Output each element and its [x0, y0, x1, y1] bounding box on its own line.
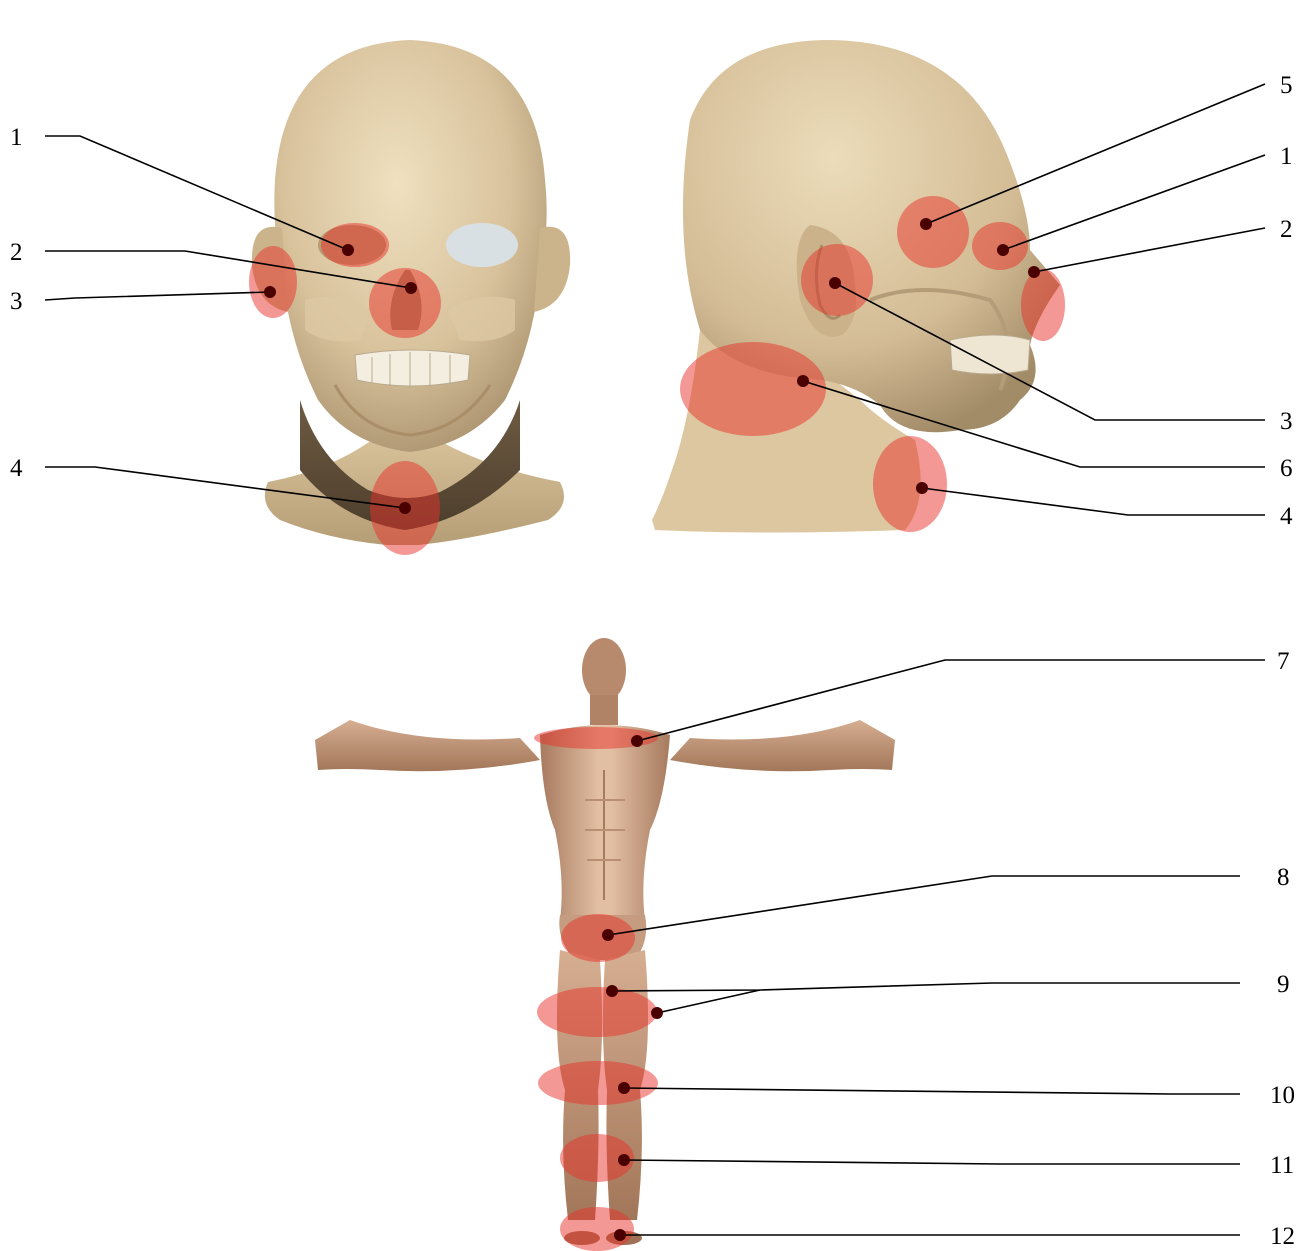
body-arm-left — [315, 720, 540, 771]
label-body-7: 7 — [1277, 648, 1290, 675]
full-body-labels: 7 8 9 10 11 12 — [1270, 648, 1295, 1250]
marker-dot — [651, 1007, 663, 1019]
side-teeth — [950, 335, 1030, 374]
zone-side-throat — [873, 436, 947, 532]
front-head-labels: 1 2 3 4 — [10, 124, 23, 482]
zone-body-groin — [561, 914, 635, 962]
label-body-12: 12 — [1270, 1223, 1295, 1250]
label-front-3: 3 — [10, 288, 23, 315]
label-front-4: 4 — [10, 455, 23, 482]
marker-dot — [602, 929, 614, 941]
zone-front-eye — [321, 223, 389, 267]
zone-body-thigh — [537, 987, 657, 1037]
zone-front-ear — [249, 246, 297, 318]
marker-dot — [614, 1229, 626, 1241]
leader-lines — [45, 84, 1265, 1235]
marker-dot — [631, 735, 643, 747]
marker-dot — [399, 502, 411, 514]
label-body-10: 10 — [1270, 1082, 1295, 1109]
label-body-9: 9 — [1277, 971, 1290, 998]
marker-dot — [997, 244, 1009, 256]
zone-body-knee — [538, 1061, 658, 1105]
zone-side-nose — [1021, 269, 1065, 341]
label-side-5: 5 — [1280, 72, 1293, 99]
marker-dot — [606, 985, 618, 997]
body-arm-right — [670, 720, 895, 771]
marker-dot — [405, 282, 417, 294]
zone-body-foot — [560, 1207, 634, 1251]
label-body-11: 11 — [1270, 1152, 1294, 1179]
label-body-8: 8 — [1277, 864, 1290, 891]
marker-dot — [797, 375, 809, 387]
zone-front-nose — [369, 268, 441, 338]
marker-dot — [264, 286, 276, 298]
label-side-4: 4 — [1280, 503, 1293, 530]
front-ear-right — [534, 227, 570, 312]
marker-dot — [916, 482, 928, 494]
zone-side-temple — [897, 196, 969, 268]
marker-dot — [829, 277, 841, 289]
body-head — [582, 638, 626, 702]
marker-dot — [342, 244, 354, 256]
body-neck — [590, 695, 618, 725]
zone-side-neck-back — [680, 342, 826, 436]
marker-dot — [1028, 266, 1040, 278]
marker-dot — [618, 1154, 630, 1166]
label-side-3: 3 — [1280, 408, 1293, 435]
label-side-6: 6 — [1280, 455, 1293, 482]
label-front-2: 2 — [10, 239, 23, 266]
marker-dot — [618, 1082, 630, 1094]
front-eye-socket-right — [446, 223, 518, 267]
marker-dot — [920, 218, 932, 230]
label-side-2: 2 — [1280, 216, 1293, 243]
label-side-1: 1 — [1280, 143, 1293, 170]
side-head-labels: 5 1 2 3 6 4 — [1280, 72, 1293, 530]
label-front-1: 1 — [10, 124, 23, 151]
